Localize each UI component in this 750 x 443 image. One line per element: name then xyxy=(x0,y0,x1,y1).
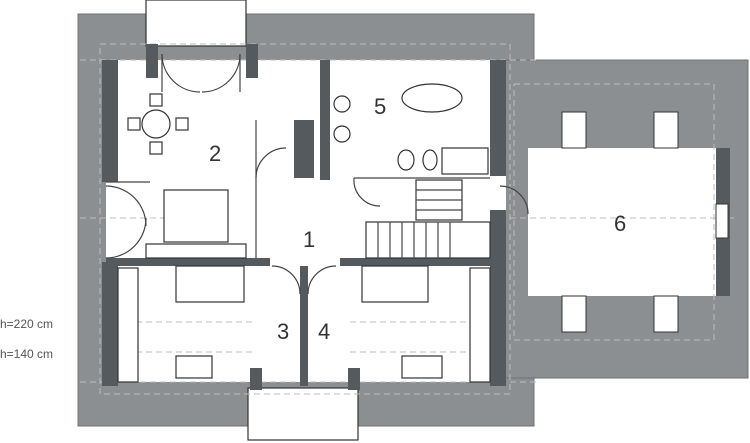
door-swing-top-left xyxy=(161,53,201,93)
bed-room-2 xyxy=(163,189,229,243)
desk-room-4 xyxy=(401,355,443,379)
wall-bottom-right xyxy=(348,368,360,390)
skylight xyxy=(561,111,587,149)
wall-divider-3-4 xyxy=(300,266,308,386)
dashed-outline-main xyxy=(99,43,511,395)
wall-top-mid xyxy=(246,44,258,78)
chair xyxy=(149,93,163,107)
sink-lower xyxy=(333,125,351,143)
room-label-3: 3 xyxy=(277,319,289,344)
dresser xyxy=(145,243,247,259)
bed-room-3 xyxy=(175,265,245,303)
skylight xyxy=(561,295,587,333)
chair xyxy=(149,141,163,155)
door-swing-2 xyxy=(255,147,287,179)
wall-top-left xyxy=(146,44,158,78)
skylight xyxy=(653,295,679,333)
wall-right-lower xyxy=(490,210,506,386)
wall-mid-left xyxy=(106,258,270,266)
bottom-dormer xyxy=(247,387,359,441)
wardrobe-room-4 xyxy=(469,267,491,383)
wall-right-upper xyxy=(490,60,506,176)
room-label-6: 6 xyxy=(614,211,626,236)
walls xyxy=(102,44,730,390)
room-label-4: 4 xyxy=(318,319,330,344)
door-swing-2-left xyxy=(105,185,147,227)
room-label-5: 5 xyxy=(374,94,386,119)
door-swing-5 xyxy=(353,177,381,207)
wardrobe-room-3 xyxy=(117,267,139,383)
door-swing-2-left-b xyxy=(105,217,147,259)
interior-lines xyxy=(105,120,529,295)
dashed-outline-annex xyxy=(513,83,715,341)
balcony-doors-top xyxy=(161,53,241,93)
skylights-room-6 xyxy=(561,111,729,333)
top-dormer xyxy=(145,0,247,47)
height-label-220: h=220 cm xyxy=(0,317,53,331)
height-label-140: h=140 cm xyxy=(0,347,53,361)
staircase xyxy=(365,179,491,259)
wall-mid-right xyxy=(340,258,500,266)
gable-window xyxy=(715,203,729,239)
sink-upper xyxy=(333,95,351,113)
door-swing-3 xyxy=(271,265,301,295)
height-annotations: h=220 cm h=140 cm xyxy=(0,317,53,361)
bidet xyxy=(422,149,438,171)
wall-left-upper xyxy=(102,60,118,182)
chair xyxy=(127,117,141,131)
bed-room-4 xyxy=(361,265,429,303)
desk-room-3 xyxy=(175,355,213,379)
door-swing-4 xyxy=(307,265,337,295)
wall-bath-left xyxy=(320,60,330,180)
bathtub xyxy=(401,83,463,113)
shower-tray xyxy=(441,147,489,175)
door-swing-6 xyxy=(499,185,529,215)
bathroom-fixtures xyxy=(333,83,489,175)
wall-bottom-left xyxy=(250,368,262,390)
floor-room-6 xyxy=(528,148,726,296)
wall-left-lower xyxy=(102,262,118,386)
wall-shaft xyxy=(294,120,314,178)
toilet xyxy=(397,149,415,171)
furniture-room-2 xyxy=(127,93,247,259)
skylight xyxy=(653,111,679,149)
dining-table xyxy=(141,109,171,139)
room-label-2: 2 xyxy=(209,141,221,166)
stair-flight xyxy=(365,221,491,259)
furniture-rooms-3-4 xyxy=(117,265,491,383)
room-label-1: 1 xyxy=(303,227,315,252)
door-swing-top-right xyxy=(201,53,241,93)
room-labels: 1 2 3 4 5 6 xyxy=(209,94,626,344)
chair xyxy=(175,117,189,131)
